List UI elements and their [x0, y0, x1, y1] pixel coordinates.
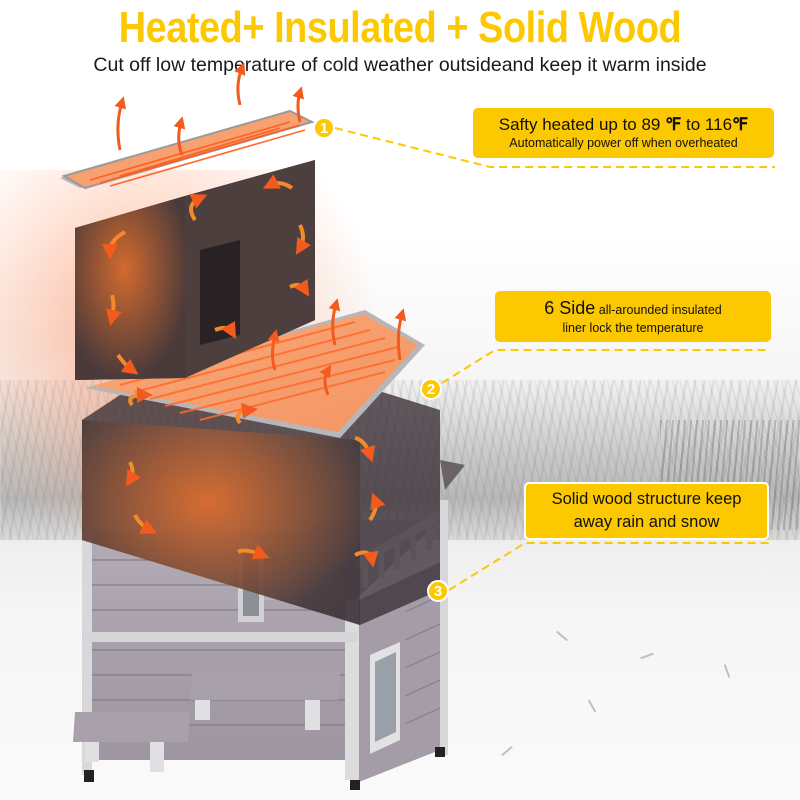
- temp-text-mid: to 116: [681, 115, 733, 134]
- liner-door-opening: [200, 240, 240, 345]
- callout-heating-detail: Automatically power off when overheated: [509, 136, 738, 150]
- fahrenheit-unit: ℉: [665, 115, 682, 134]
- callout-number-3: 3: [427, 580, 449, 602]
- callout-solid-wood-line1: Solid wood structure keep: [551, 490, 742, 508]
- callout-insulation-detail: liner lock the temperature: [562, 320, 704, 335]
- steps: [73, 672, 340, 772]
- temp-text-start: Safty heated up to 89: [498, 115, 666, 134]
- callout-insulation-headline: 6 Side all-arounded insulated: [495, 298, 771, 320]
- callout-solid-wood: Solid wood structure keep away rain and …: [524, 482, 769, 540]
- circulation-arrow: [102, 174, 386, 568]
- callout-insulation: 6 Side all-arounded insulated liner lock…: [495, 291, 771, 342]
- insulation-text: all-arounded insulated: [595, 302, 722, 317]
- six-side-emphasis: 6 Side: [544, 297, 596, 318]
- callout-heating-headline: Safty heated up to 89 ℉ to 116℉: [473, 115, 774, 135]
- headline: Heated+ Insulated + Solid Wood: [118, 3, 682, 52]
- top-heating-pad: [60, 109, 315, 190]
- subheadline: Cut off low temperature of cold weather …: [93, 54, 707, 76]
- lower-insulated-liner: [82, 385, 465, 625]
- heat-rising-arrow: [114, 62, 407, 396]
- callout-number-1: 1: [313, 117, 335, 139]
- callout-heating: Safty heated up to 89 ℉ to 116℉ Automati…: [473, 108, 774, 158]
- callout-number-2: 2: [420, 378, 442, 400]
- callout-solid-wood-line2: away rain and snow: [573, 513, 720, 531]
- fahrenheit-unit: ℉: [732, 115, 749, 134]
- upper-insulated-liner: [75, 160, 315, 380]
